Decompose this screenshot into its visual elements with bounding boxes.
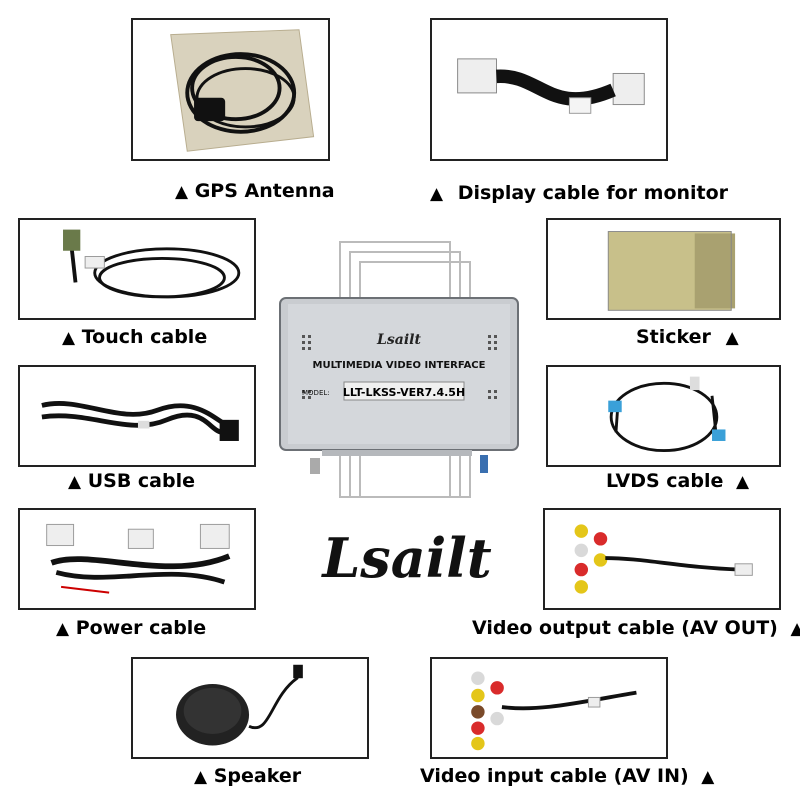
triangle-icon: ▲	[175, 182, 189, 202]
device-model: LLT-LKSS-VER7.4.5H	[343, 386, 465, 399]
power-cable-label: Power cable	[75, 617, 207, 639]
lvds-cable-photo	[546, 365, 781, 467]
lvds-cable-image	[608, 376, 726, 453]
device-brand: Lsailt	[376, 332, 421, 348]
display-cable-label: Display cable for monitor	[457, 182, 729, 204]
av-out-cable-image	[574, 524, 753, 594]
triangle-icon: ▲	[725, 328, 739, 348]
sticker-label: Sticker	[636, 326, 711, 348]
triangle-icon: ▲	[56, 619, 70, 639]
triangle-icon: ▲	[430, 184, 444, 204]
logo-text: Lsailt	[320, 526, 491, 590]
gps-antenna-photo	[131, 18, 330, 161]
triangle-icon: ▲	[790, 619, 800, 639]
lvds-cable-label: LVDS cable	[606, 470, 724, 492]
usb-cable-photo	[18, 365, 256, 467]
speaker-caption: ▲ Speaker	[194, 765, 301, 788]
av-in-cable-caption: Video input cable (AV IN) ▲	[420, 765, 714, 788]
touch-cable-image	[63, 229, 241, 299]
power-cable-caption: ▲ Power cable	[56, 617, 206, 640]
display-cable-image	[457, 58, 645, 114]
usb-cable-label: USB cable	[87, 470, 195, 492]
touch-cable-photo	[18, 218, 256, 320]
triangle-icon: ▲	[735, 472, 750, 492]
sticker-image	[607, 231, 736, 311]
device-title: MULTIMEDIA VIDEO INTERFACE	[313, 360, 486, 371]
av-out-cable-label: Video output cable (AV OUT)	[472, 617, 778, 639]
power-cable-photo	[18, 508, 256, 610]
av-in-cable-label: Video input cable (AV IN)	[420, 765, 689, 787]
av-in-cable-image	[471, 671, 637, 751]
multimedia-interface-box: Lsailt MULTIMEDIA VIDEO INTERFACE MODEL:…	[279, 241, 519, 498]
speaker-image	[176, 664, 303, 746]
sticker-photo	[546, 218, 781, 320]
gps-antenna-image	[133, 20, 328, 159]
speaker-photo	[131, 657, 369, 759]
triangle-icon: ▲	[62, 328, 76, 348]
usb-cable-caption: ▲ USB cable	[68, 470, 195, 493]
usb-cable-image	[41, 401, 239, 441]
gps-antenna-caption: ▲ GPS Antenna	[175, 180, 335, 203]
display-cable-caption: ▲ Display cable for monitor	[430, 182, 728, 205]
sticker-caption: Sticker ▲	[636, 326, 739, 349]
av-out-cable-caption: Video output cable (AV OUT) ▲	[472, 617, 800, 640]
lsailt-logo: Lsailt	[320, 526, 491, 590]
touch-cable-caption: ▲ Touch cable	[62, 326, 207, 349]
lvds-cable-caption: LVDS cable ▲	[606, 470, 749, 493]
triangle-icon: ▲	[68, 472, 82, 492]
touch-cable-label: Touch cable	[81, 326, 208, 348]
triangle-icon: ▲	[194, 767, 208, 787]
av-out-cable-photo	[543, 508, 781, 610]
gps-antenna-label: GPS Antenna	[194, 180, 335, 202]
triangle-icon: ▲	[701, 767, 715, 787]
device-model-label: MODEL:	[302, 389, 330, 397]
av-in-cable-photo	[430, 657, 668, 759]
display-cable-photo	[430, 18, 668, 161]
power-cable-image	[46, 523, 231, 594]
speaker-label: Speaker	[213, 765, 302, 787]
